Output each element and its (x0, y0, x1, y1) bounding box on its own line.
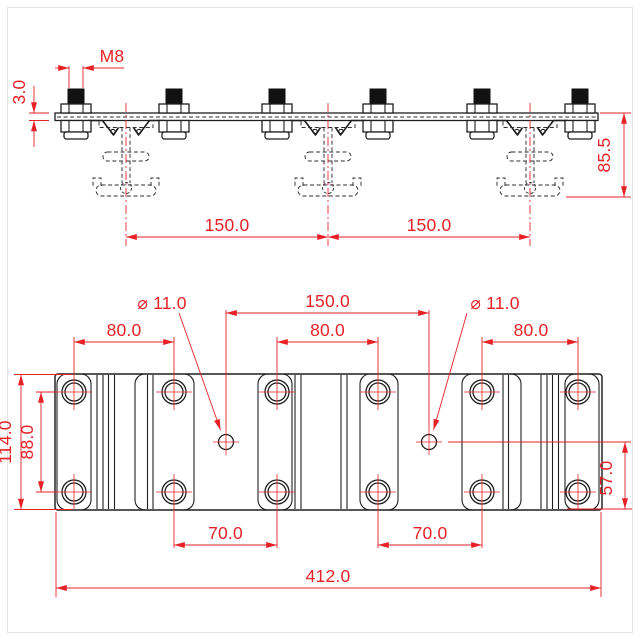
dimension-label: 70.0 (413, 523, 448, 543)
dimension-bolt-thread: M8 (55, 46, 124, 88)
dimension-label: 80.0 (514, 320, 549, 340)
side-view: M8 3.0 85.5 150.0 150.0 (9, 46, 631, 247)
dimension-label: 150.0 (205, 215, 250, 235)
dimension-row-spacing: 88.0 (17, 391, 58, 493)
dimension-plate-thickness: 3.0 (9, 79, 49, 147)
center-hole (212, 428, 240, 456)
dimension-plate-width: 114.0 (0, 374, 72, 510)
dimension-label: 114.0 (0, 420, 15, 464)
strut-channel (289, 102, 367, 247)
dimension-label: 80.0 (310, 320, 345, 340)
dimension-overall-length: 412.0 (55, 512, 602, 597)
dimension-overall-height: 85.5 (566, 112, 631, 198)
dimension-label: 150.0 (305, 291, 350, 311)
dimension-channel-spacing: 150.0 150.0 (125, 215, 531, 240)
dimension-hole-diameter-left: ⌀ 11.0 (137, 293, 221, 431)
dimension-label: 80.0 (107, 320, 142, 340)
center-hole (415, 428, 443, 456)
dimension-label: 150.0 (407, 215, 452, 235)
strut-channel (87, 102, 165, 247)
dimension-label: ⌀ 11.0 (470, 293, 519, 313)
dimension-hole-pitch-80: 80.0 80.0 80.0 (73, 320, 579, 374)
mounting-hole (258, 373, 296, 411)
mounting-hole (155, 473, 193, 511)
dimension-label: 412.0 (306, 566, 351, 586)
strut-channel (491, 102, 569, 247)
clamp-rail (54, 112, 599, 122)
dimension-hole-pitch-70: 70.0 70.0 (173, 510, 483, 548)
drawing-frame (7, 7, 633, 633)
dimension-label: 70.0 (208, 523, 243, 543)
dimension-label: 3.0 (9, 79, 29, 104)
dimension-center-hole-offset: 57.0 (448, 441, 632, 510)
mounting-hole (359, 373, 397, 411)
dimension-hole-diameter-right: ⌀ 11.0 (433, 293, 520, 431)
mounting-hole (258, 473, 296, 511)
plan-view: 80.0 80.0 80.0 150.0 ⌀ 11.0 ⌀ 11.0 114.0 (0, 291, 632, 597)
mounting-hole (463, 373, 501, 411)
mounting-hole (55, 373, 93, 411)
mounting-hole (359, 473, 397, 511)
dimension-label: M8 (100, 46, 125, 66)
dimension-center-hole-spacing: 150.0 (225, 291, 430, 429)
dimension-label: 88.0 (17, 425, 37, 460)
dimension-label: ⌀ 11.0 (137, 293, 186, 313)
mounting-hole (55, 473, 93, 511)
mounting-hole (155, 373, 193, 411)
dimension-label: 85.5 (594, 138, 614, 173)
mounting-hole (463, 473, 501, 511)
dimension-label: 57.0 (596, 461, 616, 496)
